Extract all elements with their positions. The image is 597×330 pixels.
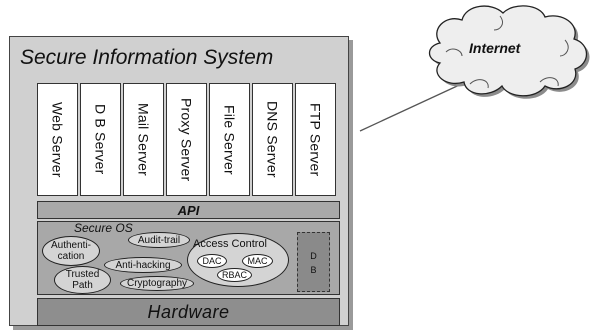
hardware-label: Hardware [147,301,230,322]
api-layer: API [37,201,340,219]
ftp-server-column: FTP Server [295,83,336,196]
service-label: FTP Server [307,102,324,177]
audit-trail-module: Audit-trail [128,232,190,248]
hardware-layer: Hardware [37,298,340,326]
authentication-module: Authenti- cation [42,236,100,266]
mail-server-column: Mail Server [123,83,164,196]
network-link-line [359,80,469,132]
db-server-column: D B Server [80,83,121,196]
db-letter: B [310,265,317,275]
service-label: File Server [221,104,238,175]
mac-module: MAC [242,254,273,268]
file-server-column: File Server [209,83,250,196]
rbac-module: RBAC [217,268,252,282]
internet-label: Internet [469,40,521,56]
access-control-label: Access Control [193,238,267,250]
cryptography-module: Cryptography [120,276,194,291]
web-server-column: Web Server [37,83,78,196]
anti-hacking-module: Anti-hacking [104,257,182,273]
dac-module: DAC [197,254,227,268]
service-label: Proxy Server [178,97,195,182]
trusted-path-module: Trusted Path [54,266,111,294]
service-label: DNS Server [264,101,281,178]
db-letter: D [310,251,317,261]
secure-os-title: Secure OS [74,221,133,235]
service-label: Mail Server [135,103,152,176]
database-store: D B [297,232,330,292]
service-label: Web Server [49,101,66,178]
system-title: Secure Information System [20,46,274,69]
api-label: API [177,202,200,218]
dns-server-column: DNS Server [252,83,293,196]
proxy-server-column: Proxy Server [166,83,207,196]
service-label: D B Server [92,104,109,175]
